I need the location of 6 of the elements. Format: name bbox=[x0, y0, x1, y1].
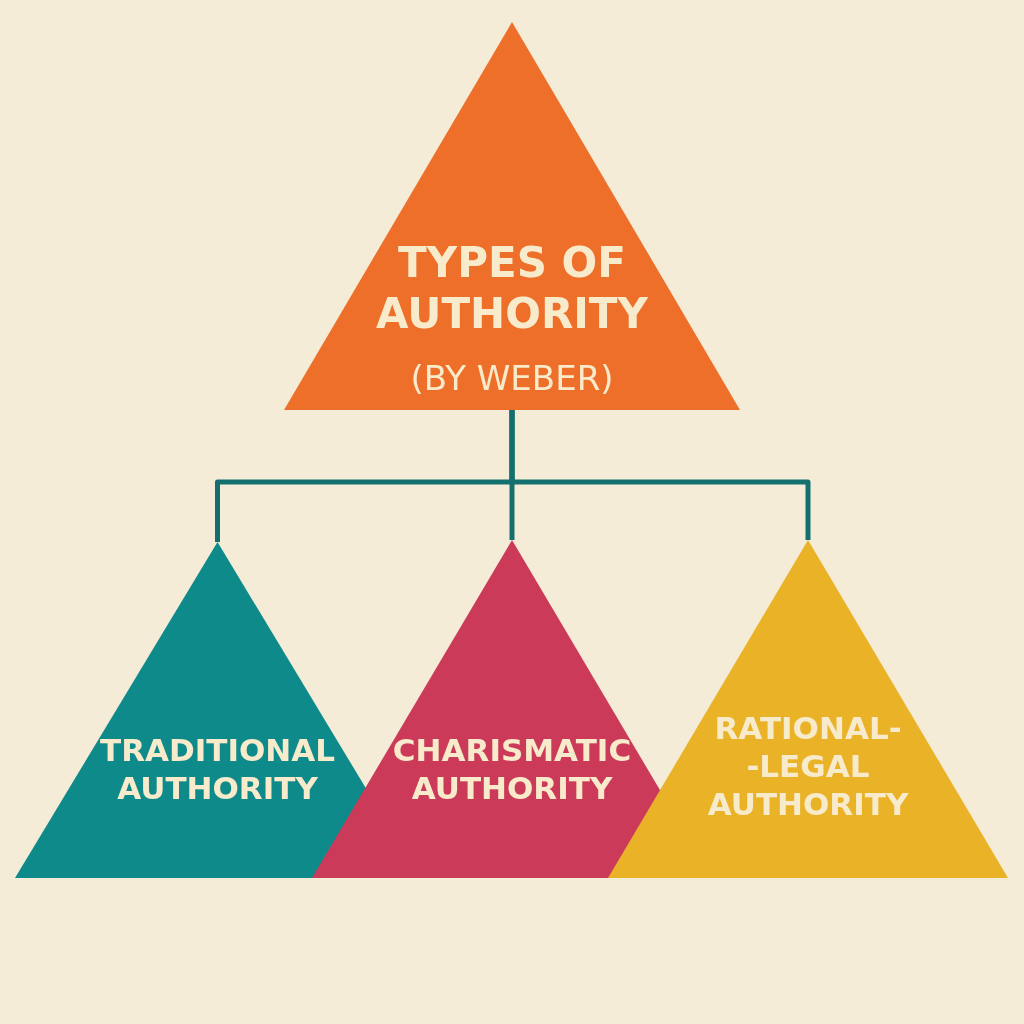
node-label: (BY WEBER) bbox=[409, 358, 615, 400]
node-label: RATIONAL- -LEGAL AUTHORITY bbox=[706, 710, 910, 824]
node-label: TYPES OF AUTHORITY bbox=[375, 237, 649, 340]
node-label: TRADITIONAL AUTHORITY bbox=[99, 732, 336, 808]
node-label: CHARISMATIC AUTHORITY bbox=[392, 732, 632, 808]
connector-line bbox=[509, 410, 811, 540]
